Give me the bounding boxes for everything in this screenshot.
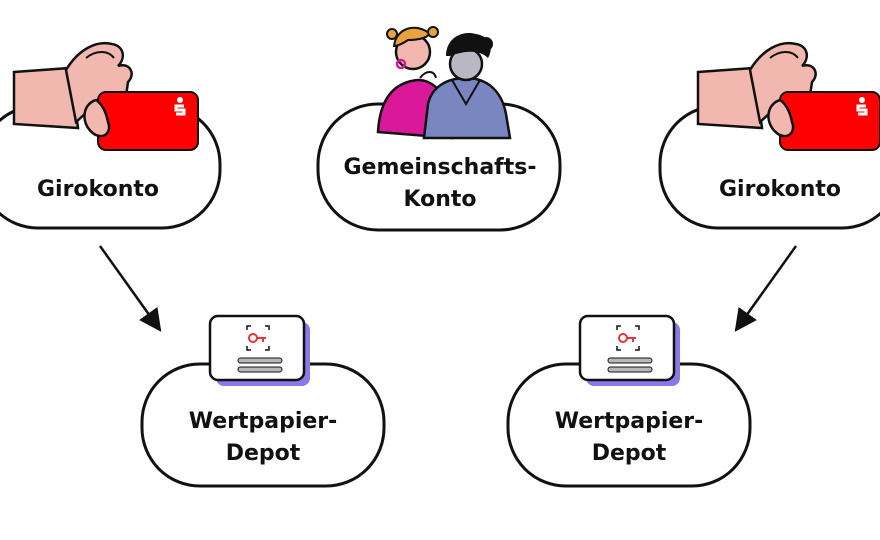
node-giro-left: Girokonto [0,41,222,230]
key-icon [616,325,640,351]
node-giro-right: Girokonto [658,41,880,230]
depot-card-icon [578,314,680,386]
node-joint-label-line1: Gemeinschafts- [344,155,537,180]
bank-card [97,91,199,151]
hand-holding-card-icon [696,41,880,151]
hand-holding-card-icon [12,41,199,151]
node-depot-left: Wertpapier- Depot [140,314,386,488]
bank-card [779,91,880,151]
node-depot-left-label-line2: Depot [226,441,301,466]
node-depot-right-label-line2: Depot [592,441,667,466]
edge-giro-left-to-depot-left [98,245,162,332]
couple-icon [376,26,512,140]
node-depot-right: Wertpapier- Depot [506,314,752,488]
node-giro-left-label: Girokonto [37,177,159,202]
sparkasse-logo-icon [856,97,868,116]
edge-giro-right-to-depot-right [734,245,798,332]
node-depot-right-label-line1: Wertpapier- [555,409,704,434]
node-giro-right-label: Girokonto [719,177,841,202]
node-depot-left-label-line1: Wertpapier- [189,409,338,434]
node-joint-label-line2: Konto [403,187,476,212]
sparkasse-logo-icon [174,97,186,116]
node-joint: Gemeinschafts- Konto [316,26,562,232]
key-icon [246,325,270,351]
depot-card-icon [208,314,310,386]
